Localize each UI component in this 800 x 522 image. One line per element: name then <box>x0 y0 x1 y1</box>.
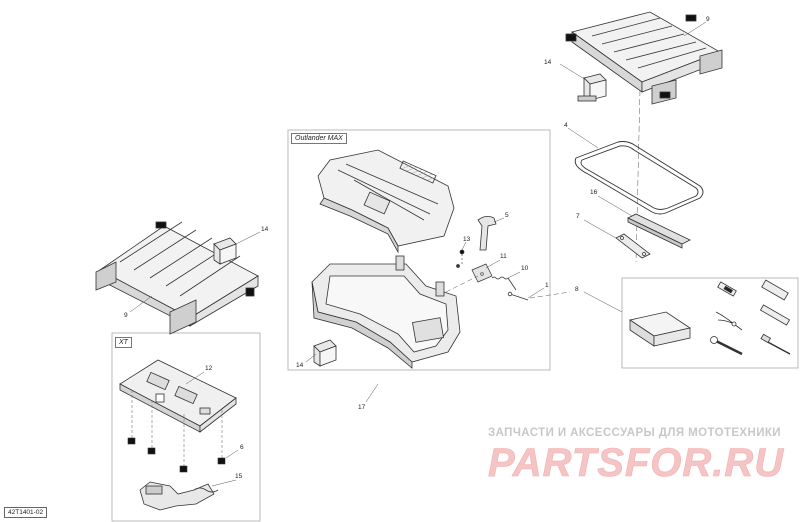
callout-7: 7 <box>576 213 580 220</box>
storage-cover <box>317 149 455 254</box>
callout-9: 9 <box>124 312 128 319</box>
leader-11 <box>485 259 501 269</box>
leader-7 <box>583 219 617 239</box>
xt-frame <box>111 332 261 522</box>
callout-15: 15 <box>235 473 243 480</box>
callout-14: 14 <box>261 226 269 233</box>
leader-13 <box>461 241 467 251</box>
spring-10 <box>491 276 517 291</box>
callout-6: 6 <box>240 444 244 451</box>
leader-1 <box>527 287 545 299</box>
document-code: 42T1401-02 <box>4 507 48 518</box>
leader-9b <box>129 295 153 313</box>
hinge-11 <box>471 263 493 283</box>
leader-16 <box>597 195 633 217</box>
callout-10: 10 <box>521 265 529 272</box>
leader-6 <box>225 449 239 459</box>
bracket-left <box>213 237 237 265</box>
callout-9: 9 <box>706 16 710 23</box>
strap-7 <box>615 233 651 259</box>
rear-rack-top-right <box>565 11 723 105</box>
tool-kit-frame <box>621 277 799 369</box>
callout-8: 8 <box>575 286 579 293</box>
leader-8 <box>583 291 623 313</box>
leader-10 <box>507 271 521 279</box>
leader-9a <box>683 21 707 37</box>
frame-label-outlander-max: Outlander MAX <box>291 133 347 144</box>
xt-cable <box>139 481 219 511</box>
callout-5: 5 <box>505 212 509 219</box>
callout-12: 12 <box>205 365 213 372</box>
callout-16: 16 <box>590 189 598 196</box>
callout-14: 14 <box>296 362 304 369</box>
leader-14a <box>559 63 587 81</box>
latch-5 <box>477 216 497 251</box>
watermark-tagline: ЗАПЧАСТИ И АКСЕССУАРЫ ДЛЯ МОТОТЕХНИКИ <box>488 427 781 439</box>
dash-tub <box>445 275 479 293</box>
leader-14b <box>305 353 317 363</box>
rear-rack-left <box>95 221 259 335</box>
leader-4 <box>567 127 599 149</box>
leader-12 <box>185 371 205 385</box>
callout-4: 4 <box>564 122 568 129</box>
plate-16 <box>627 213 691 249</box>
leader-5 <box>493 217 505 223</box>
leader-15 <box>211 479 237 487</box>
leader-14c <box>235 231 261 245</box>
callout-14: 14 <box>544 59 552 66</box>
bracket-top-right <box>577 73 607 102</box>
watermark-logo-text: PARTSFOR.RU <box>488 441 784 485</box>
callout-17: 17 <box>358 404 366 411</box>
dash-right <box>529 291 571 299</box>
center-dash <box>635 89 641 263</box>
callout-11: 11 <box>500 253 507 260</box>
callout-13: 13 <box>463 236 471 243</box>
frame-label-xt: XT <box>115 337 132 348</box>
outlander-max-frame <box>287 129 551 371</box>
leader-17 <box>365 383 379 403</box>
xt-fasteners <box>127 390 226 473</box>
hardware-13 <box>456 249 465 268</box>
pin-1 <box>507 291 529 301</box>
callout-1: 1 <box>545 282 549 289</box>
gasket-ring <box>574 141 704 215</box>
storage-tub <box>311 255 461 369</box>
tool-kit <box>628 279 791 356</box>
bracket-max <box>313 339 337 367</box>
xt-plate <box>119 359 237 433</box>
